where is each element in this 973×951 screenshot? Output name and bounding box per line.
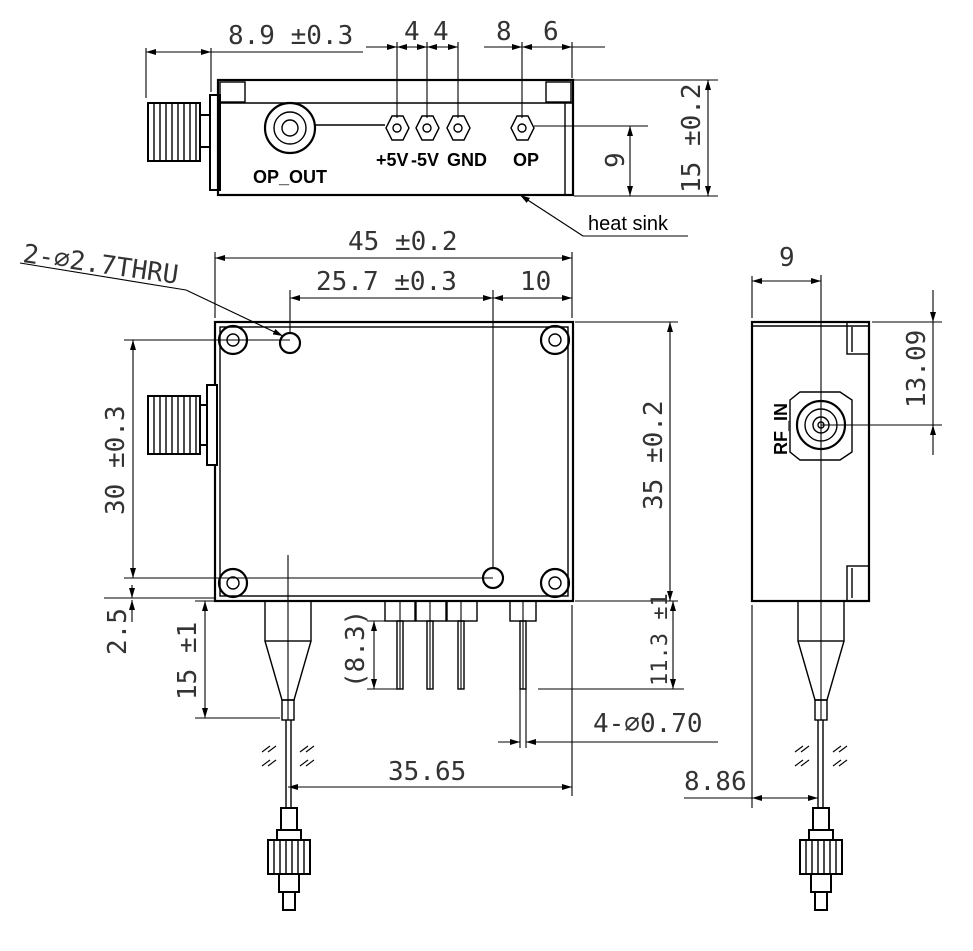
dc-pins-top bbox=[385, 115, 535, 141]
dim-15-1: 15 ±1 bbox=[173, 622, 203, 700]
dim-8: 8 bbox=[496, 17, 512, 47]
dim-30: 30 ±0.3 bbox=[101, 405, 131, 515]
dim-4-b: 4 bbox=[433, 17, 449, 47]
front-body-outline bbox=[213, 320, 575, 603]
sma-connector-top bbox=[147, 94, 221, 191]
fiber-pigtail-front bbox=[261, 600, 315, 911]
mounting-holes bbox=[217, 324, 571, 599]
m5v-label: -5V bbox=[411, 150, 439, 170]
dim-9-top: 9 bbox=[601, 152, 631, 168]
rf-in-label: RF_IN bbox=[771, 403, 791, 455]
side-body-outline bbox=[750, 320, 871, 603]
dim-45: 45 ±0.2 bbox=[348, 227, 458, 257]
heat-sink-label: heat sink bbox=[588, 213, 669, 235]
gnd-label: GND bbox=[447, 150, 487, 170]
dim-6: 6 bbox=[543, 17, 559, 47]
dim-hole-callout: 2-∅2.7THRU bbox=[21, 239, 180, 290]
dc-pins-front bbox=[384, 600, 537, 748]
dim-8-9: 8.9 ±0.3 bbox=[228, 21, 353, 51]
dim-15-top: 15 ±0.2 bbox=[677, 83, 707, 193]
dim-pin-diameter: 4-∅0.70 bbox=[593, 709, 703, 739]
dim-13-09: 13.09 bbox=[902, 330, 932, 408]
rf-in-connector bbox=[789, 391, 853, 461]
dim-25-7: 25.7 ±0.3 bbox=[316, 267, 457, 297]
dim-8-86: 8.86 bbox=[684, 767, 747, 797]
dim-10: 10 bbox=[520, 267, 551, 297]
side-view: RF_IN 9 bbox=[684, 243, 942, 911]
fiber-pigtail-side bbox=[794, 600, 848, 911]
dim-2-5: 2.5 bbox=[103, 608, 133, 655]
dim-11-3: 11.3 ±1 bbox=[648, 593, 673, 686]
sma-connector-front bbox=[147, 384, 218, 466]
op-out-connector bbox=[263, 101, 317, 155]
p5v-label: +5V bbox=[376, 150, 409, 170]
dim-35: 35 ±0.2 bbox=[639, 400, 669, 510]
top-body-outline bbox=[216, 78, 575, 197]
front-view: 45 ±0.2 2-∅2.7THRU 25.7 ±0.3 10 30 ±0.3 … bbox=[19, 227, 718, 911]
op-label: OP bbox=[513, 150, 539, 170]
dim-35-65: 35.65 bbox=[388, 757, 466, 787]
top-view: OP_OUT +5V -5V GND OP heat sink 8.9 ±0.3… bbox=[145, 17, 718, 237]
dim-9-side: 9 bbox=[779, 243, 795, 273]
dim-4-a: 4 bbox=[404, 17, 420, 47]
op-out-label: OP_OUT bbox=[253, 167, 327, 187]
dim-8-3: (8.3) bbox=[341, 610, 371, 688]
